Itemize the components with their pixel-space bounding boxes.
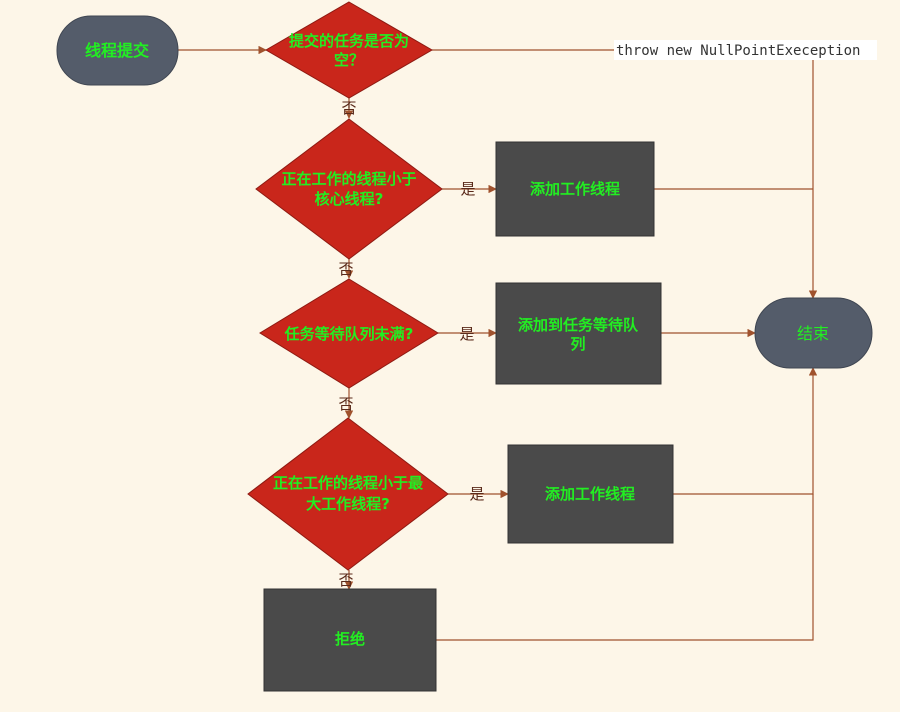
decision-core-threads: 正在工作的线程小于 核心线程? — [255, 118, 443, 260]
edge-label-no-1: 否 — [341, 99, 356, 117]
decision-core-threads-line-2: 核心线程? — [315, 190, 384, 208]
decision-max-threads-line-2: 大工作线程? — [306, 495, 390, 513]
decision-queue-not-full-label: 任务等待队列未满? — [284, 325, 414, 343]
decision-max-threads: 正在工作的线程小于最 大工作线程? — [247, 417, 449, 571]
decision-queue-not-full: 任务等待队列未满? — [259, 278, 439, 389]
end-node: 结束 — [754, 297, 873, 369]
process-enqueue: 添加到任务等待队 列 — [495, 282, 662, 385]
process-enqueue-line-2: 列 — [570, 335, 585, 353]
process-reject-label: 拒绝 — [335, 630, 365, 648]
edge-reject-to-end — [436, 494, 814, 641]
decision-null-check: 提交的任务是否为 空？ — [265, 1, 433, 99]
edge-label-yes-1: 是 — [460, 180, 475, 198]
edge-label-yes-3: 是 — [469, 485, 484, 503]
edge-label-yes-2: 是 — [459, 325, 474, 343]
end-node-label: 结束 — [797, 324, 829, 343]
edge-label-no-3: 否 — [338, 395, 353, 413]
process-enqueue-line-1: 添加到任务等待队 — [518, 316, 639, 334]
process-reject: 拒绝 — [263, 588, 437, 692]
start-node-label: 线程提交 — [85, 41, 149, 60]
throw-label-background — [614, 40, 877, 60]
connectors — [178, 45, 818, 641]
edge-add-max-to-end — [673, 367, 818, 495]
process-add-core-worker-label: 添加工作线程 — [530, 180, 620, 198]
decision-max-threads-line-1: 正在工作的线程小于最 — [273, 474, 424, 492]
decision-null-check-line-1: 提交的任务是否为 — [289, 32, 409, 50]
throw-label: throw new NullPointExeception — [616, 43, 860, 59]
decision-core-threads-line-1: 正在工作的线程小于 — [281, 170, 416, 188]
edge-label-no-2: 否 — [338, 260, 353, 278]
process-add-max-worker: 添加工作线程 — [507, 444, 674, 544]
process-add-core-worker: 添加工作线程 — [495, 141, 655, 237]
decision-null-check-line-2: 空？ — [334, 51, 364, 69]
start-node: 线程提交 — [56, 15, 179, 86]
process-add-max-worker-label: 添加工作线程 — [545, 485, 635, 503]
edge-label-no-4: 否 — [338, 571, 353, 589]
